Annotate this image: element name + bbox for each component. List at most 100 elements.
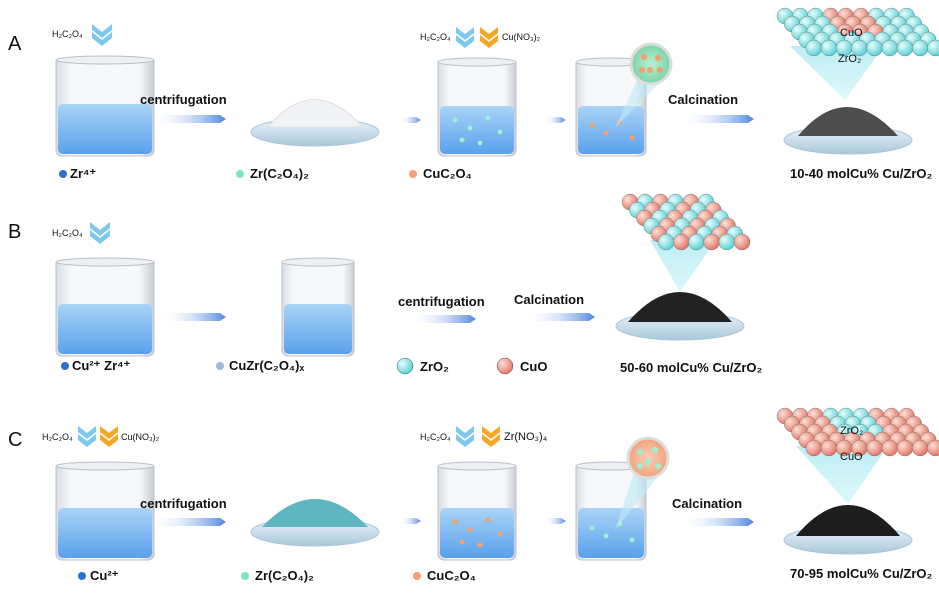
lattice-ball bbox=[896, 39, 914, 57]
process-arrow-c1 bbox=[150, 518, 226, 526]
process-arrow-a4 bbox=[680, 115, 754, 123]
reagent-oxalic-a: H₂C₂O₄ bbox=[52, 29, 83, 39]
lattice-a: CuO ZrO₂ bbox=[776, 7, 939, 100]
legend-cu-oxalate-a: CuC₂O₄ bbox=[423, 166, 472, 181]
legend-zr-ion-a: Zr⁴⁺ bbox=[70, 166, 96, 181]
lattice-b bbox=[621, 193, 751, 292]
dish-teal-powder-c bbox=[250, 499, 380, 547]
beaker-b2 bbox=[281, 257, 355, 357]
down-arrow-orange-icon bbox=[480, 27, 498, 48]
step-centrifugation-c: centrifugation bbox=[140, 496, 227, 511]
lattice-label-top-a: CuO bbox=[840, 27, 863, 39]
process-arrow-a2 bbox=[400, 117, 421, 123]
zoom-particle-a bbox=[629, 42, 673, 86]
process-arrow-c2 bbox=[400, 518, 421, 524]
lattice-ball bbox=[912, 439, 929, 457]
step-calcination-a: Calcination bbox=[668, 92, 738, 107]
step-centrifugation-a: centrifugation bbox=[140, 92, 227, 107]
lattice-ball bbox=[688, 233, 705, 251]
lattice-c: ZrO₂ CuO bbox=[776, 407, 939, 504]
process-arrow-b2 bbox=[410, 315, 476, 323]
dish-white-powder-a bbox=[250, 99, 380, 147]
lattice-ball bbox=[820, 439, 838, 457]
process-arrow-b3 bbox=[525, 313, 595, 321]
lattice-ball bbox=[733, 233, 751, 251]
legend-zr-oxalate-a: Zr(C₂O₄)₂ bbox=[250, 166, 309, 181]
down-arrow-orange-icon bbox=[482, 426, 500, 447]
zr-oxalate-dot-icon bbox=[236, 170, 244, 178]
zr-oxalate-dot-icon bbox=[241, 572, 249, 580]
beaker-b1 bbox=[55, 257, 155, 357]
step-centrifugation-b: centrifugation bbox=[398, 294, 485, 309]
reagent-zr-nitrate-c: Zr(NO₃)₄ bbox=[504, 431, 548, 443]
lattice-ball bbox=[673, 233, 690, 251]
beaker-a1 bbox=[55, 55, 155, 157]
down-arrow-blue-icon bbox=[78, 426, 96, 447]
lattice-label-bottom-a: ZrO₂ bbox=[838, 53, 861, 65]
reagent-copper-nitrate-c: Cu(NO₃)₂ bbox=[121, 432, 160, 442]
lattice-ball bbox=[896, 439, 914, 457]
lattice-ball bbox=[805, 439, 822, 457]
process-arrow-a1 bbox=[150, 115, 226, 123]
lattice-ball bbox=[657, 233, 675, 251]
beaker-c1 bbox=[55, 461, 155, 561]
lattice-label-bottom-c: CuO bbox=[840, 451, 863, 463]
lattice-ball bbox=[866, 439, 883, 457]
mixed-oxalate-dot-icon bbox=[216, 362, 224, 370]
reagent-copper-nitrate-a: Cu(NO₃)₂ bbox=[502, 32, 541, 42]
legend-cu-ion-c: Cu²⁺ bbox=[90, 568, 119, 583]
step-calcination-c: Calcination bbox=[672, 496, 742, 511]
reagent-oxalic-c: H₂C₂O₄ bbox=[42, 432, 73, 442]
zr-ion-dot-icon bbox=[59, 170, 67, 178]
dish-grey-powder-a bbox=[783, 107, 913, 155]
product-c: 70-95 molCu% Cu/ZrO₂ bbox=[790, 566, 933, 581]
panel-label-c: C bbox=[8, 429, 22, 451]
lattice-ball bbox=[912, 39, 929, 57]
panel-c: C H₂C₂O₄ Cu(NO₃)₂ Cu²⁺ centrifugation Zr… bbox=[8, 407, 939, 583]
legend-zro2-b: ZrO₂ bbox=[420, 359, 449, 374]
zoom-particle-c bbox=[626, 436, 670, 480]
process-arrow-b1 bbox=[160, 313, 226, 321]
cu-ion-dot-icon bbox=[61, 362, 69, 370]
down-arrow-orange-icon bbox=[100, 426, 118, 447]
beaker-c3 bbox=[575, 461, 662, 561]
process-arrow-c3 bbox=[545, 518, 566, 524]
cuo-ball-icon bbox=[496, 357, 514, 375]
lattice-ball bbox=[703, 233, 720, 251]
reagent-oxalic-c2: H₂C₂O₄ bbox=[420, 432, 451, 442]
dish-black-powder-c bbox=[783, 505, 913, 555]
panel-label-a: A bbox=[8, 33, 22, 55]
down-arrow-blue-icon bbox=[92, 24, 112, 46]
legend-cu-oxalate-c: CuC₂O₄ bbox=[427, 568, 476, 583]
beaker-a2 bbox=[437, 57, 517, 157]
process-arrow-c4 bbox=[680, 518, 754, 526]
beaker-a3 bbox=[575, 57, 664, 157]
beaker-c2 bbox=[437, 461, 517, 561]
lattice-ball bbox=[881, 439, 898, 457]
dish-black-powder-b bbox=[615, 292, 745, 341]
legend-cuo-b: CuO bbox=[520, 359, 547, 374]
lattice-ball bbox=[927, 39, 939, 57]
legend-mixed-oxalate-b: CuZr(C₂O₄)ₓ bbox=[229, 358, 304, 373]
panel-a: A H₂C₂O₄ Zr⁴⁺ centrifugation Zr(C₂O₄)₂ H… bbox=[8, 7, 939, 181]
panel-label-b: B bbox=[8, 221, 21, 243]
down-arrow-blue-icon bbox=[456, 426, 474, 447]
cu-oxalate-dot-icon bbox=[409, 170, 417, 178]
process-arrow-a3 bbox=[545, 117, 566, 123]
cu-ion-dot-icon bbox=[78, 572, 86, 580]
legend-zr-oxalate-c: Zr(C₂O₄)₂ bbox=[255, 568, 314, 583]
lattice-ball bbox=[866, 39, 883, 57]
reagent-oxalic-b: H₂C₂O₄ bbox=[52, 228, 83, 238]
product-a: 10-40 molCu% Cu/ZrO₂ bbox=[790, 166, 933, 181]
cu-oxalate-dot-icon bbox=[413, 572, 421, 580]
lattice-label-top-c: ZrO₂ bbox=[840, 425, 863, 437]
step-calcination-b: Calcination bbox=[514, 292, 584, 307]
lattice-ball bbox=[718, 233, 735, 251]
panel-b: B H₂C₂O₄ Cu²⁺ Zr⁴⁺ CuZr(C₂O₄)ₓ centrifug… bbox=[8, 193, 763, 375]
legend-ions-b: Cu²⁺ Zr⁴⁺ bbox=[72, 358, 131, 373]
lattice-ball bbox=[820, 39, 838, 57]
reagent-oxalic-a2: H₂C₂O₄ bbox=[420, 32, 451, 42]
lattice-ball bbox=[881, 39, 898, 57]
zro2-ball-icon bbox=[396, 357, 414, 375]
